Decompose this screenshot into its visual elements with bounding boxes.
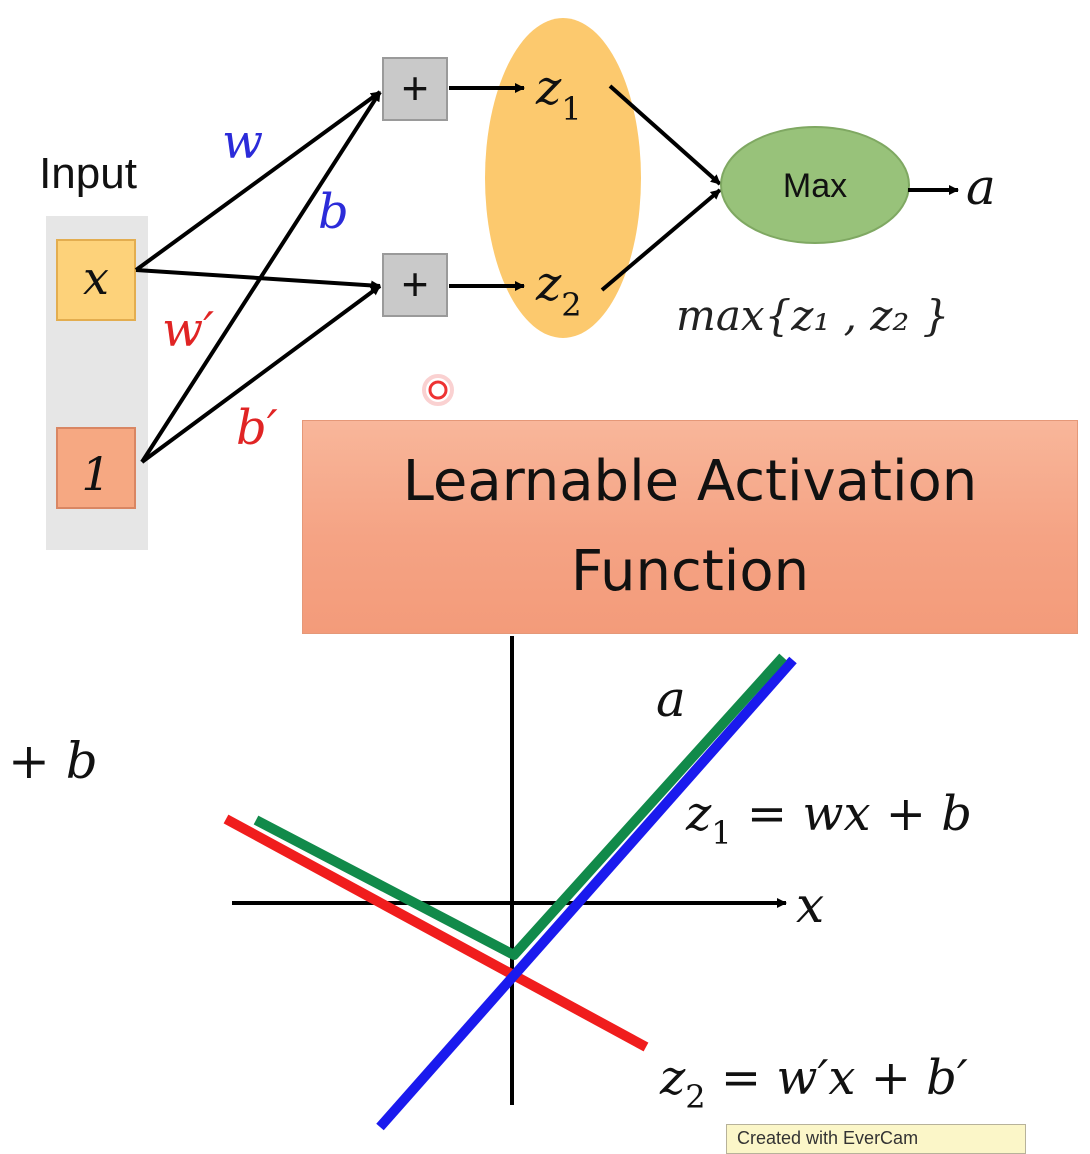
- bias-b-label: b: [318, 184, 349, 240]
- bias-b-prime-label: b′: [236, 400, 278, 456]
- one-to-plus-bottom-arrow: [140, 284, 382, 464]
- x-input-node: [56, 239, 136, 321]
- weight-w-label: w: [222, 114, 263, 170]
- z1-to-max-arrow: [608, 84, 722, 186]
- cursor-halo-icon: [422, 374, 454, 406]
- z2-node-label: z2: [535, 256, 582, 324]
- z2-line: [223, 814, 649, 1052]
- max-formula: max{z₁ , z₂ }: [676, 291, 949, 340]
- x-axis-label: x: [796, 876, 824, 934]
- weight-w-prime-label: w′: [162, 302, 214, 358]
- graph-a-label: a: [656, 670, 686, 728]
- output-a-label: a: [966, 158, 996, 216]
- z1-line: [376, 656, 797, 1131]
- x-input-label: x: [83, 251, 109, 305]
- cursor-dot-icon: [428, 380, 448, 400]
- plus-bottom-box: [382, 253, 448, 317]
- watermark-tag: Created with EverCam: [726, 1124, 1026, 1154]
- banner-line-1: Learnable Activation: [402, 449, 978, 515]
- one-to-plus-top-arrow: [140, 90, 382, 464]
- input-title: Input: [39, 149, 137, 198]
- a-max-line: [253, 653, 787, 960]
- max-node: [720, 126, 910, 244]
- banner-line-2: Function: [570, 539, 810, 604]
- one-input-node: [56, 427, 136, 509]
- x-to-plus-top-arrow: [134, 90, 382, 272]
- max-node-label: Max: [783, 167, 847, 205]
- z1-node-label: z1: [535, 60, 582, 128]
- learnable-activation-banner: Learnable Activation Function: [302, 420, 1078, 634]
- plus-top-label: +: [402, 62, 429, 114]
- z-group-ellipse: [485, 18, 641, 338]
- one-input-label: 1: [81, 447, 110, 501]
- plus-bottom-label: +: [402, 258, 429, 310]
- z2-equation: z2 = w′x + b′: [659, 1050, 968, 1116]
- left-fragment-text: + b: [8, 732, 98, 790]
- z1-equation: z1 = wx + b: [685, 786, 972, 852]
- z2-to-max-arrow: [600, 188, 722, 292]
- plus-top-box: [382, 57, 448, 121]
